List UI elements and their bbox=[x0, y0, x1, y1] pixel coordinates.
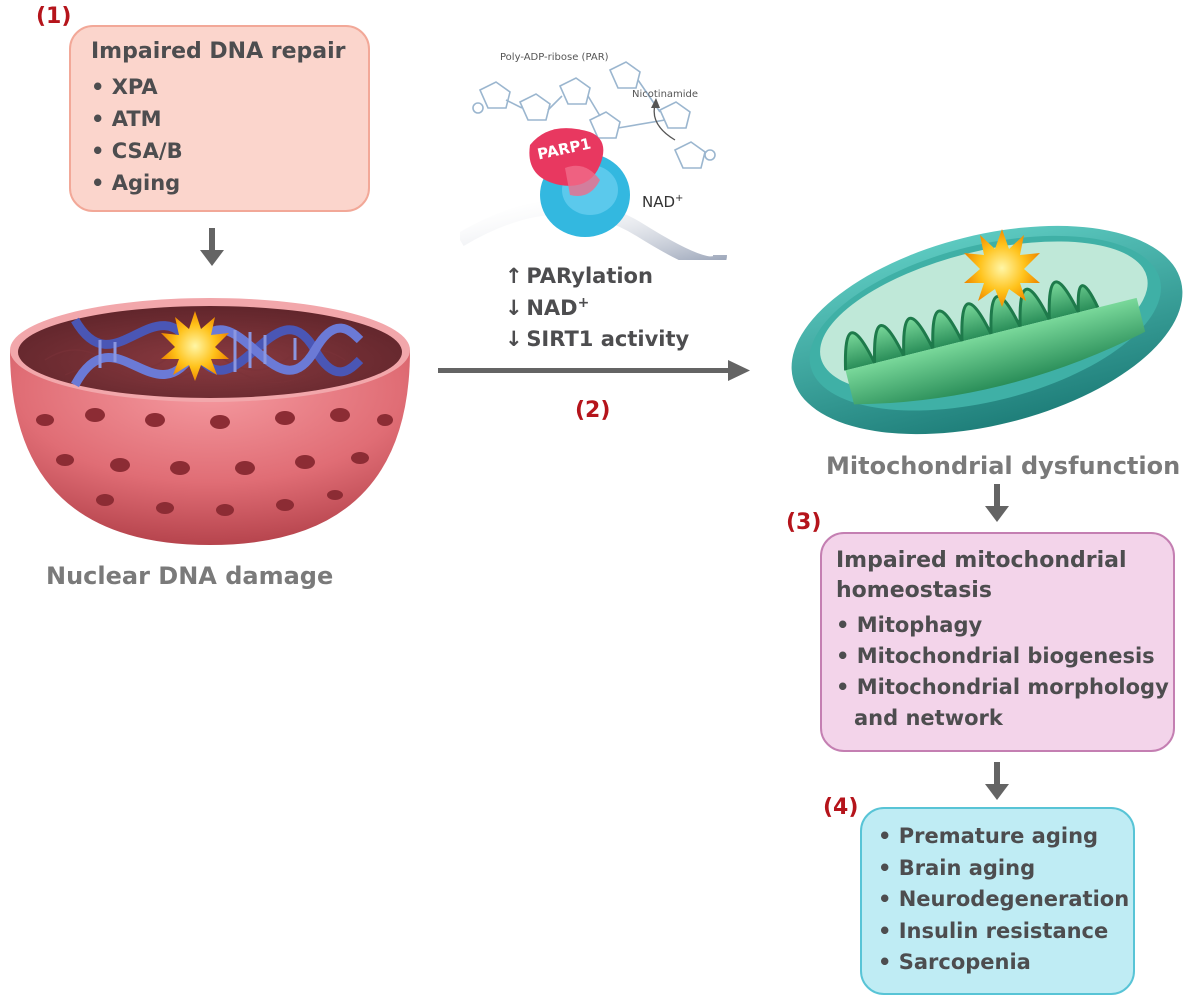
box1-title: Impaired DNA repair bbox=[91, 39, 346, 64]
mechanism-line-parylation: ↑ PARylation bbox=[505, 264, 653, 288]
nad-sup: + bbox=[675, 193, 684, 204]
mechanism-nad-sup: + bbox=[577, 295, 590, 311]
step-label-1: (1) bbox=[36, 4, 72, 29]
mechanism-line-nad: ↓ NAD+ bbox=[505, 295, 589, 320]
impaired-mito-homeostasis-box: Impaired mitochondrial homeostasis Mitop… bbox=[820, 532, 1175, 752]
mechanism-nad-text: NAD bbox=[526, 296, 578, 320]
nucleus-illustration bbox=[10, 298, 410, 545]
box4-item: Sarcopenia bbox=[878, 947, 1117, 979]
step-label-3: (3) bbox=[786, 510, 822, 535]
mitochondrion-illustration bbox=[791, 225, 1183, 435]
box4-item: Insulin resistance bbox=[878, 916, 1117, 948]
step-label-2: (2) bbox=[575, 398, 611, 423]
box4-item: Premature aging bbox=[878, 821, 1117, 853]
box3-item: Mitophagy bbox=[836, 610, 1159, 641]
down-arrow-icon bbox=[985, 762, 1009, 800]
nicotinamide-label: Nicotinamide bbox=[632, 89, 699, 100]
box3-item-continuation: and network bbox=[854, 706, 1003, 730]
down-arrow-icon bbox=[200, 228, 224, 266]
par-label: Poly-ADP-ribose (PAR) bbox=[500, 52, 609, 63]
down-arrow-small-icon: ↓ bbox=[505, 327, 523, 351]
outcomes-box: Premature aging Brain aging Neurodegener… bbox=[860, 807, 1135, 995]
mito-caption: Mitochondrial dysfunction bbox=[826, 452, 1181, 480]
down-arrow-small-icon: ↓ bbox=[505, 296, 523, 320]
nad-text: NAD bbox=[642, 193, 676, 211]
impaired-dna-repair-box: Impaired DNA repair XPA ATM CSA/B Aging bbox=[69, 25, 370, 212]
mechanism-sirt1-text: SIRT1 activity bbox=[526, 327, 690, 351]
box1-item: CSA/B bbox=[91, 135, 348, 167]
box3-title-line1: Impaired mitochondrial bbox=[836, 548, 1127, 573]
box1-item: ATM bbox=[91, 103, 348, 135]
up-arrow-icon: ↑ bbox=[505, 264, 523, 288]
step-label-4: (4) bbox=[823, 795, 859, 820]
box3-title-line2: homeostasis bbox=[836, 578, 992, 603]
nucleus-caption: Nuclear DNA damage bbox=[46, 562, 334, 590]
box3-item: Mitochondrial biogenesis bbox=[836, 641, 1159, 672]
right-arrow-icon bbox=[438, 360, 750, 381]
mechanism-parylation-text: PARylation bbox=[526, 264, 653, 288]
box1-item: XPA bbox=[91, 71, 348, 103]
box4-item: Brain aging bbox=[878, 853, 1117, 885]
box1-item: Aging bbox=[91, 167, 348, 199]
parp1-illustration: Poly-ADP-ribose (PAR) Nicotinamide PARP1… bbox=[456, 50, 730, 271]
mechanism-line-sirt1: ↓ SIRT1 activity bbox=[505, 327, 689, 351]
down-arrow-icon bbox=[985, 484, 1009, 522]
nad-label: NAD+ bbox=[642, 193, 683, 211]
box3-item: Mitochondrial morphology bbox=[836, 672, 1169, 703]
box4-item: Neurodegeneration bbox=[878, 884, 1129, 916]
